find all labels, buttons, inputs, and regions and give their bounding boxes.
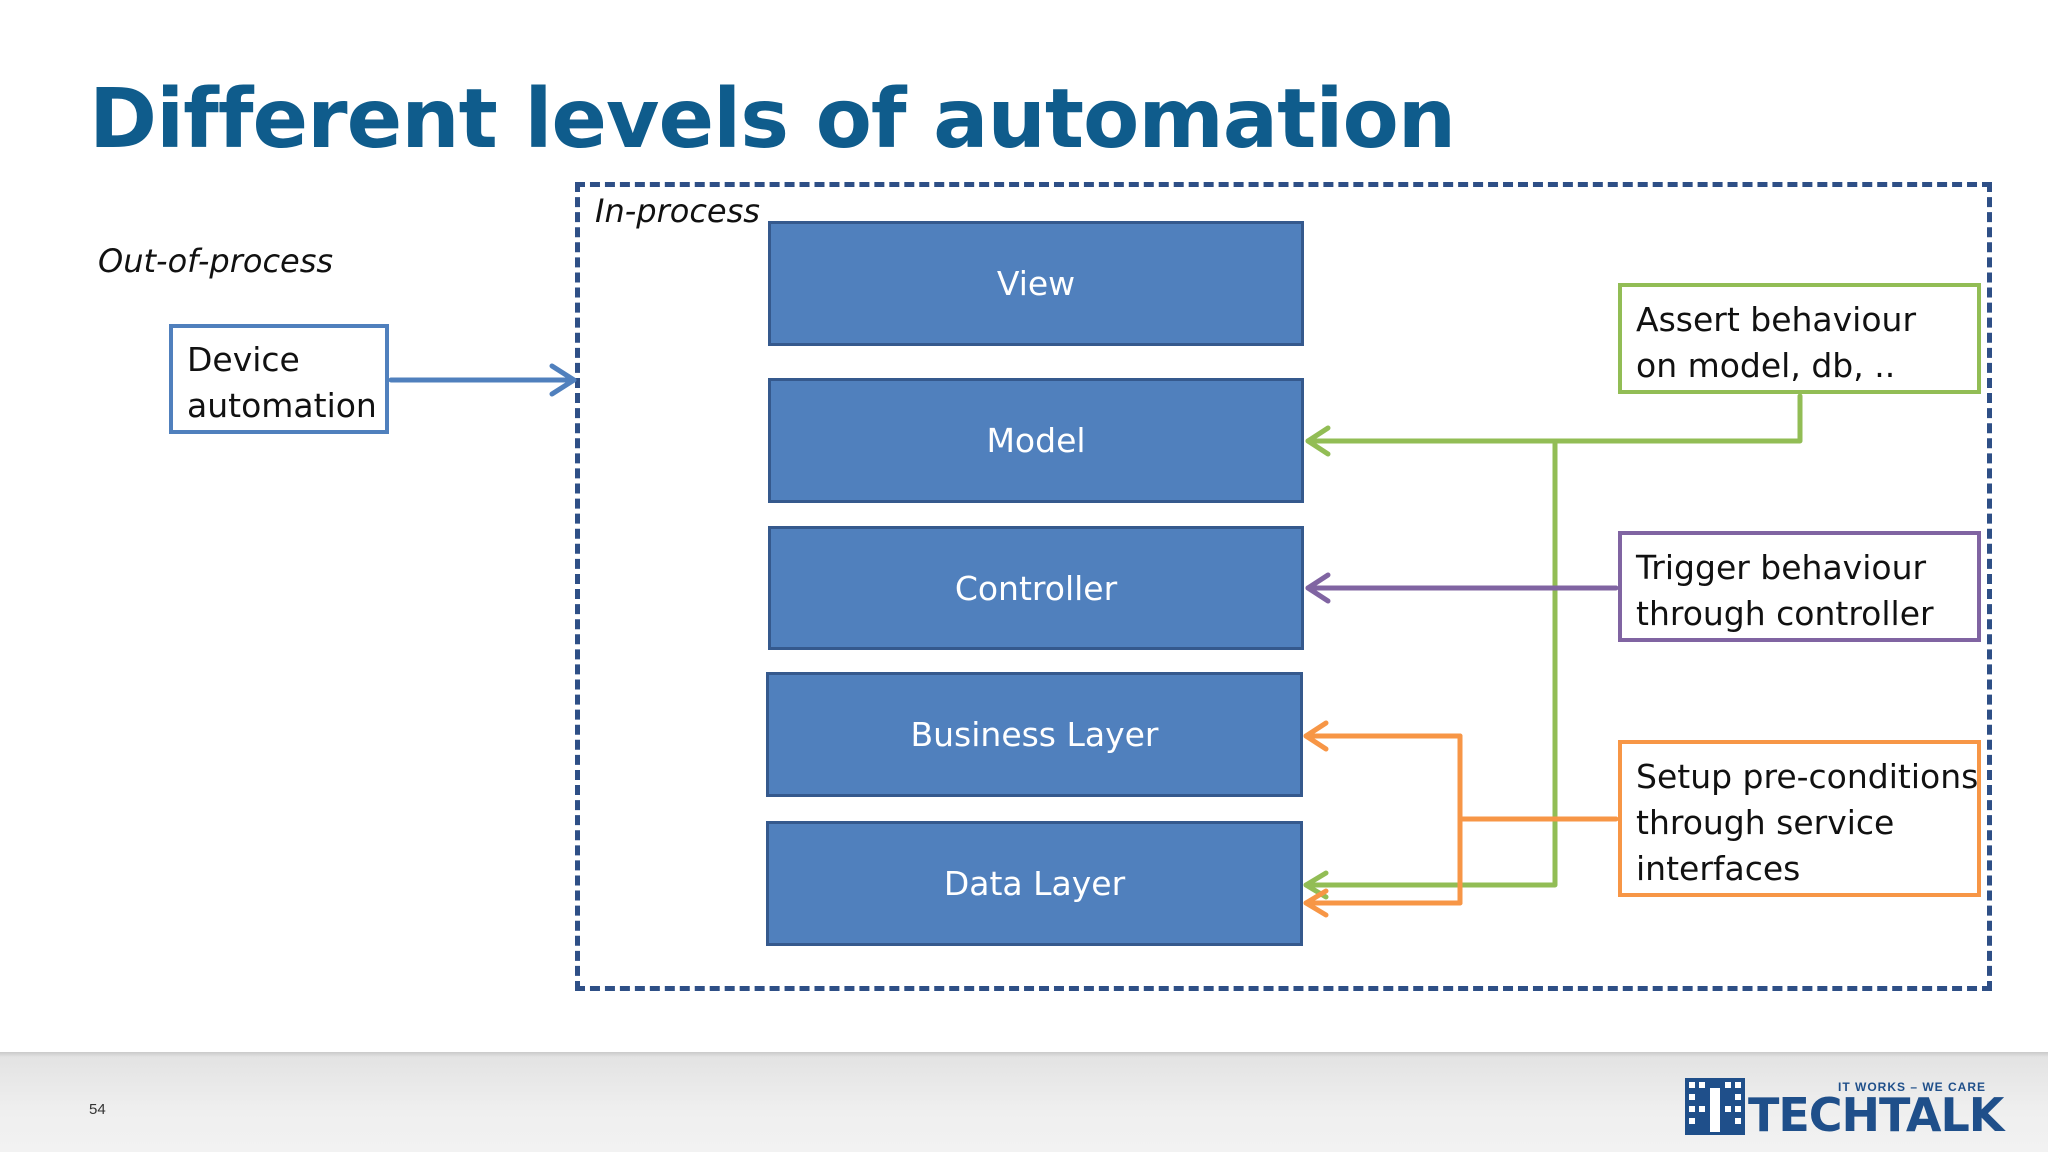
layer-model: Model [768,378,1304,503]
trigger-arrow [1305,572,1619,604]
device-arrow [388,363,577,397]
setup-line2: through service [1636,803,1895,842]
out-of-process-label: Out-of-process [98,242,334,280]
assert-behaviour-note: Assert behaviour on model, db, .. [1618,283,1981,394]
assert-line2: on model, db, .. [1636,346,1896,385]
setup-line1: Setup pre-conditions [1636,757,1979,796]
layer-controller: Controller [768,526,1304,650]
setup-preconditions-note: Setup pre-conditions through service int… [1618,740,1981,897]
trigger-line2: through controller [1636,594,1934,633]
in-process-label: In-process [595,192,760,230]
device-automation-line1: Device [187,340,300,379]
layer-data: Data Layer [766,821,1303,946]
layer-view: View [768,221,1304,346]
in-process-boundary [575,182,1992,991]
layer-business: Business Layer [766,672,1303,797]
assert-line1: Assert behaviour [1636,300,1917,339]
trigger-behaviour-note: Trigger behaviour through controller [1618,531,1981,642]
setup-line3: interfaces [1636,849,1801,888]
trigger-line1: Trigger behaviour [1636,548,1927,587]
slide-title: Different levels of automation [89,72,1456,167]
device-automation-box: Device automation [169,324,389,434]
logo-mark-icon [1685,1078,1745,1135]
page-number: 54 [89,1101,106,1118]
device-automation-line2: automation [187,386,377,425]
setup-arrows [1303,720,1619,918]
logo-tagline: IT WORKS – WE CARE [1838,1080,1987,1094]
logo-wordmark: TECHTALK [1748,1088,2004,1142]
